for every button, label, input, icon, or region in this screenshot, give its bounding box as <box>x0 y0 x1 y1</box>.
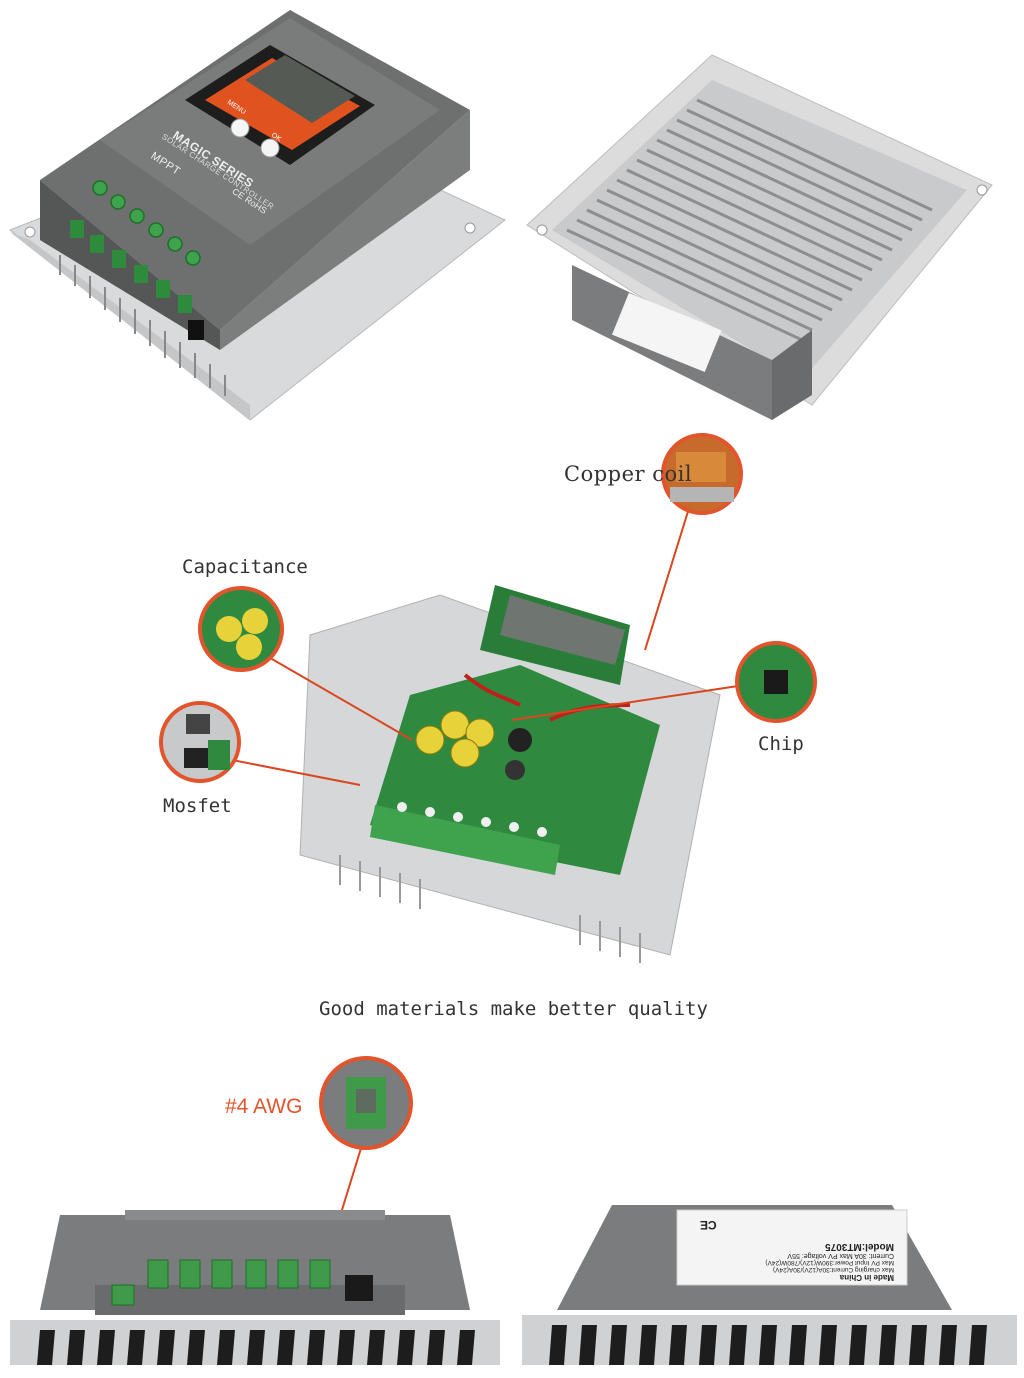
heatsink-back-photo <box>512 0 1024 430</box>
awg-label: #4 AWG <box>225 1095 303 1118</box>
chip-label: Chip <box>758 733 804 755</box>
sticker-label: Made in China Max charging Current:30A(1… <box>694 1214 894 1282</box>
mosfet-label: Mosfet <box>163 795 232 817</box>
caption-text: Good materials make better quality <box>319 998 708 1020</box>
copper-coil-label: Copper coil <box>564 462 693 486</box>
controller-terminal-side-photo <box>0 1190 512 1378</box>
awg-terminal-zoom <box>318 1055 414 1151</box>
copper-coil-zoom <box>660 432 744 516</box>
sticker-current: Current: 30A Max PV voltage: 55V <box>787 1252 894 1259</box>
mosfet-zoom <box>158 700 242 784</box>
capacitance-label: Capacitance <box>182 556 308 578</box>
sticker-made-in: Made in China <box>839 1273 894 1282</box>
capacitance-zoom <box>197 585 285 673</box>
controller-front-photo: MAGIC SERIES SOLAR CHARGE CONTROLLER MPP… <box>0 0 512 430</box>
sticker-cert: CE <box>700 1218 717 1232</box>
chip-zoom <box>734 640 818 724</box>
sticker-model: Model:MT3075 <box>825 1241 894 1252</box>
sticker-max-charging: Max charging Current:30A(12V)/30A(24V) <box>772 1266 894 1273</box>
controller-label-side-photo: Made in China Max charging Current:30A(1… <box>512 1190 1024 1378</box>
sticker-max-pv-power: Max PV Input Power:390W(12V)/780W(24V) <box>765 1259 894 1266</box>
